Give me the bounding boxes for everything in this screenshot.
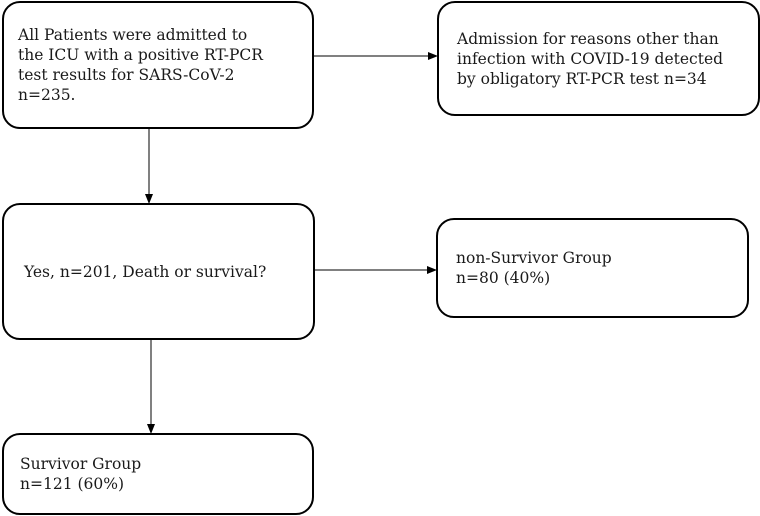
non-survivor-line-2: n=80 (40%) <box>456 269 551 287</box>
death-or-survival-text: Yes, n=201, Death or survival? <box>24 262 266 282</box>
admitted-line-2: the ICU with a positive RT-PCR <box>18 46 263 64</box>
non-survivor-group-text: non-Survivor Group n=80 (40%) <box>456 248 612 288</box>
excluded-line-3: by obligatory RT-PCR test n=34 <box>457 69 707 88</box>
excluded-admissions-text: Admission for reasons other than infecti… <box>457 29 723 89</box>
death-or-survival-box: Yes, n=201, Death or survival? <box>2 203 315 340</box>
admitted-line-4: n=235. <box>18 86 76 104</box>
excluded-line-2: infection with COVID-19 detected <box>457 49 724 68</box>
admitted-line-3: test results for SARS-CoV-2 <box>18 66 235 84</box>
admitted-line-1: All Patients were admitted to <box>18 26 248 44</box>
excluded-line-1: Admission for reasons other than <box>457 29 719 48</box>
survivor-group-box: Survivor Group n=121 (60%) <box>2 433 314 515</box>
survivor-line-2: n=121 (60%) <box>20 475 125 493</box>
survivor-group-text: Survivor Group n=121 (60%) <box>20 454 141 494</box>
survivor-line-1: Survivor Group <box>20 455 142 473</box>
admitted-patients-box: All Patients were admitted to the ICU wi… <box>2 1 314 129</box>
excluded-admissions-box: Admission for reasons other than infecti… <box>437 1 760 116</box>
non-survivor-line-1: non-Survivor Group <box>456 249 612 267</box>
decision-line-1: Yes, n=201, Death or survival? <box>24 262 267 281</box>
admitted-patients-text: All Patients were admitted to the ICU wi… <box>18 25 263 105</box>
non-survivor-group-box: non-Survivor Group n=80 (40%) <box>436 218 749 318</box>
